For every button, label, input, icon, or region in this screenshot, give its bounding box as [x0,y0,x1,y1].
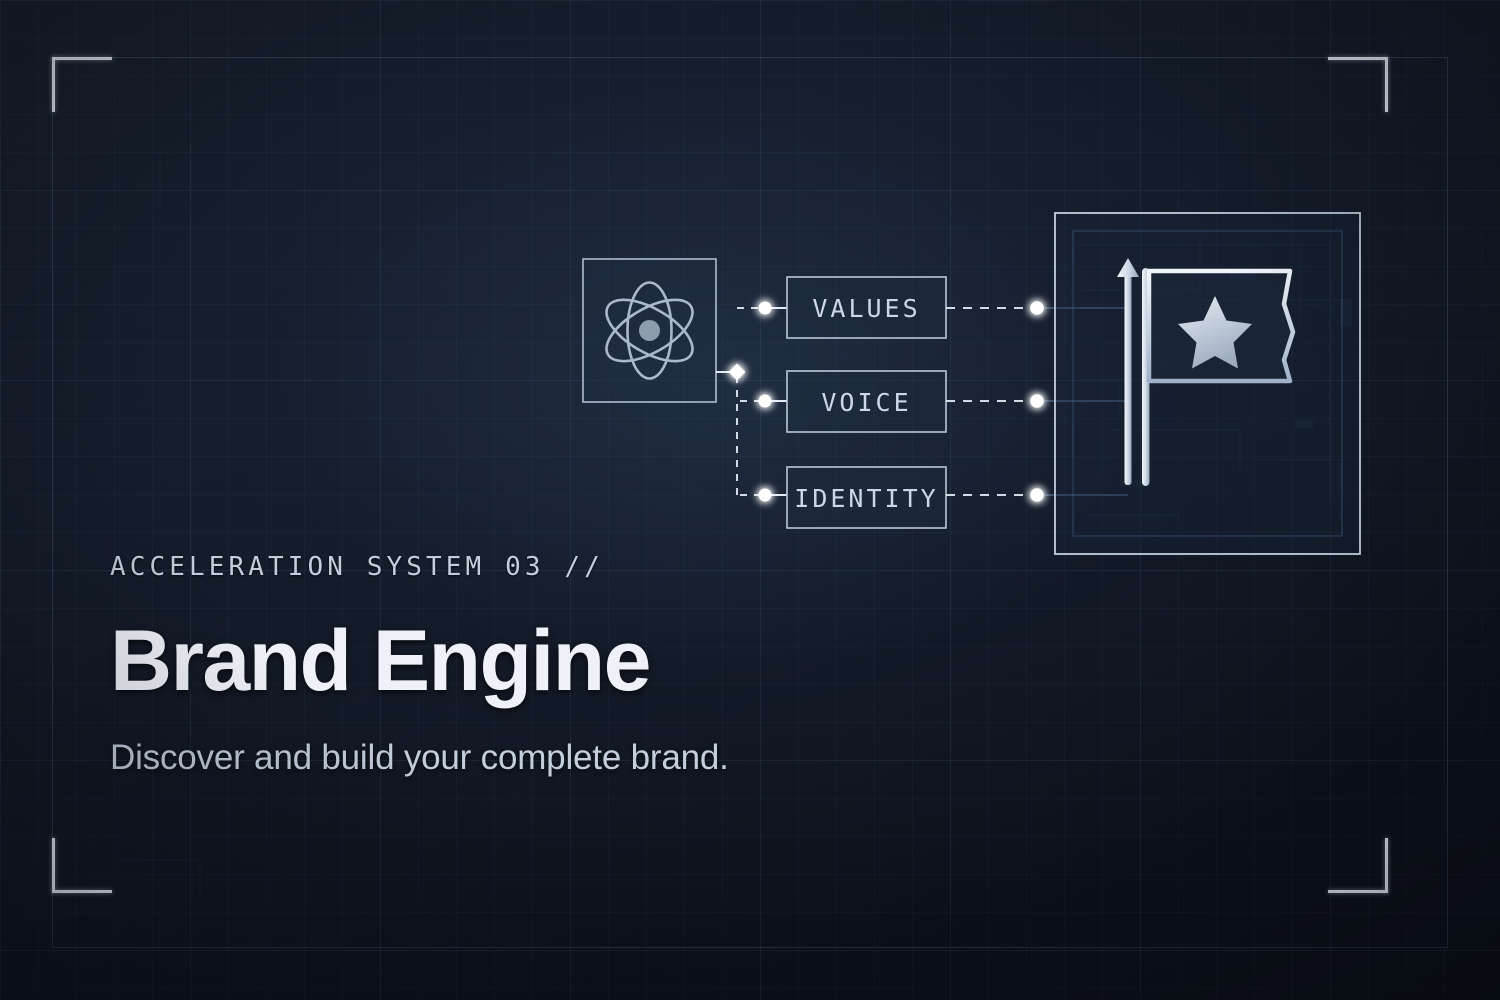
node-box-values[interactable]: VALUES [786,276,947,339]
atom-icon [605,281,694,380]
node-box-voice[interactable]: VOICE [786,370,947,433]
connector-trunk [716,307,787,496]
connector-panel-traces [1044,307,1128,496]
node-label-identity: IDENTITY [794,484,938,513]
title-block: ACCELERATION SYSTEM 03 // Brand Engine D… [110,552,1010,778]
node-label-voice: VOICE [821,388,911,417]
star-icon [1178,296,1252,369]
growth-arrow-icon [1117,258,1139,485]
atom-nucleus-icon [639,320,660,341]
page-subtitle: Discover and build your complete brand. [110,738,729,777]
connector-dots-right [1030,301,1044,502]
eyebrow-label: ACCELERATION SYSTEM 03 // [110,552,604,582]
target-panel [1054,212,1361,555]
flag-icon [1142,268,1296,486]
connector-right-runs [946,307,1030,496]
slide-frame-border [52,57,1448,948]
source-card [582,258,717,403]
node-label-values: VALUES [812,294,920,323]
connector-dots-left [758,301,772,502]
trunk-hub-node [728,363,746,381]
page-title: Brand Engine [110,613,651,709]
node-box-identity[interactable]: IDENTITY [786,466,947,529]
